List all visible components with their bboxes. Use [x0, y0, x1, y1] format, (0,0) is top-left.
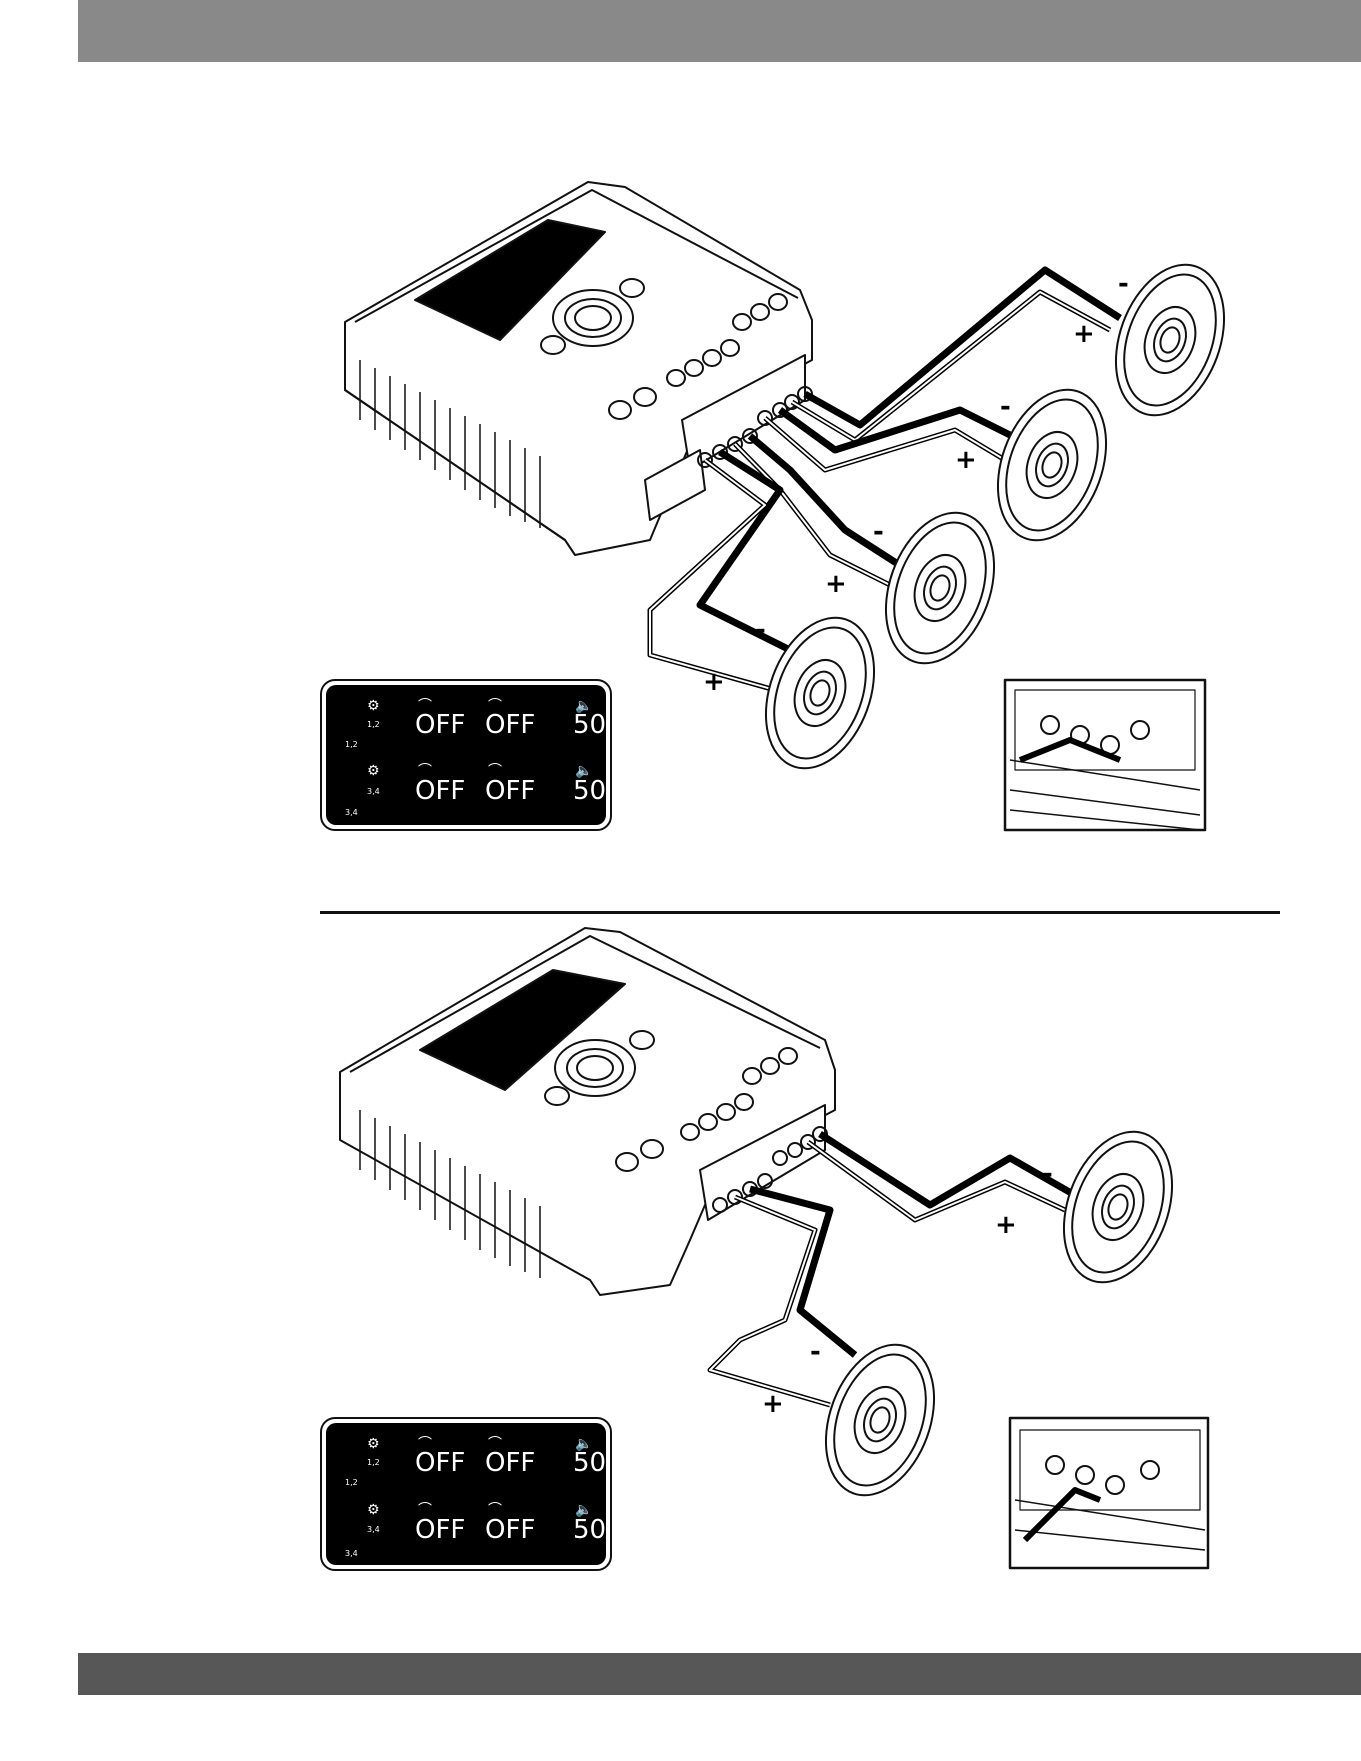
polarity-plus-1: +	[1073, 319, 1095, 349]
lcd-level-value: 50	[573, 776, 606, 806]
lcd-channel-label: 1,2	[367, 1458, 380, 1467]
amplifier-illustration	[340, 928, 835, 1295]
terminal-detail-inset	[1005, 680, 1205, 830]
lcd-channel-label: 3,4	[367, 1525, 380, 1534]
lcd-level-value: 50	[573, 710, 606, 740]
lcd-side-label: 3,4	[345, 1549, 358, 1558]
polarity-minus-2: -	[810, 1337, 821, 1367]
wiring-diagram-four-speakers: - + - + - + - + ⚙ 1,2 1,2 ⌒ OFF ⌒ OFF 🔈 …	[0, 0, 1361, 900]
amplifier-illustration	[345, 182, 812, 555]
polarity-minus-1: -	[1042, 1159, 1053, 1189]
lcd-highpass-value: OFF	[415, 776, 465, 806]
fan-icon: ⚙	[367, 698, 380, 714]
polarity-minus-1: -	[1118, 269, 1129, 299]
lcd-channel-label: 3,4	[367, 787, 380, 796]
wiring-diagram-two-speakers: - + - + ⚙ 1,2 1,2 ⌒ OFF ⌒ OFF 🔈 50 ⚙ 3,4…	[0, 900, 1361, 1600]
lcd-level-value: 50	[573, 1515, 606, 1545]
footer-band	[78, 1653, 1361, 1695]
speaker-1	[1044, 1117, 1191, 1298]
lcd-panel: ⚙ 1,2 1,2 ⌒ OFF ⌒ OFF 🔈 50 ⚙ 3,4 3,4 ⌒ O…	[321, 680, 611, 830]
lcd-lowpass-value: OFF	[485, 776, 535, 806]
lcd-lowpass-value: OFF	[485, 1515, 535, 1545]
lcd-channel-label: 1,2	[367, 720, 380, 729]
polarity-plus-3: +	[825, 569, 847, 599]
lcd-panel: ⚙ 1,2 1,2 ⌒ OFF ⌒ OFF 🔈 50 ⚙ 3,4 3,4 ⌒ O…	[321, 1418, 611, 1570]
speaker-3	[866, 498, 1013, 679]
polarity-minus-2: -	[1000, 392, 1011, 422]
lcd-level-value: 50	[573, 1448, 606, 1478]
lcd-highpass-value: OFF	[415, 710, 465, 740]
speaker-2	[806, 1330, 953, 1511]
lcd-side-label: 1,2	[345, 1478, 358, 1487]
lcd-side-label: 3,4	[345, 808, 358, 817]
terminal-detail-inset	[1010, 1418, 1208, 1568]
lcd-highpass-value: OFF	[415, 1448, 465, 1478]
lcd-side-label: 1,2	[345, 740, 358, 749]
fan-icon: ⚙	[367, 1502, 380, 1518]
lcd-highpass-value: OFF	[415, 1515, 465, 1545]
polarity-plus-4: +	[703, 667, 725, 697]
polarity-plus-1: +	[995, 1210, 1017, 1240]
fan-icon: ⚙	[367, 763, 380, 779]
fan-icon: ⚙	[367, 1436, 380, 1452]
polarity-minus-3: -	[873, 517, 884, 547]
lcd-lowpass-value: OFF	[485, 710, 535, 740]
polarity-plus-2: +	[955, 445, 977, 475]
polarity-plus-2: +	[762, 1389, 784, 1419]
polarity-minus-4: -	[755, 615, 766, 645]
lcd-lowpass-value: OFF	[485, 1448, 535, 1478]
speaker-4	[746, 603, 893, 784]
